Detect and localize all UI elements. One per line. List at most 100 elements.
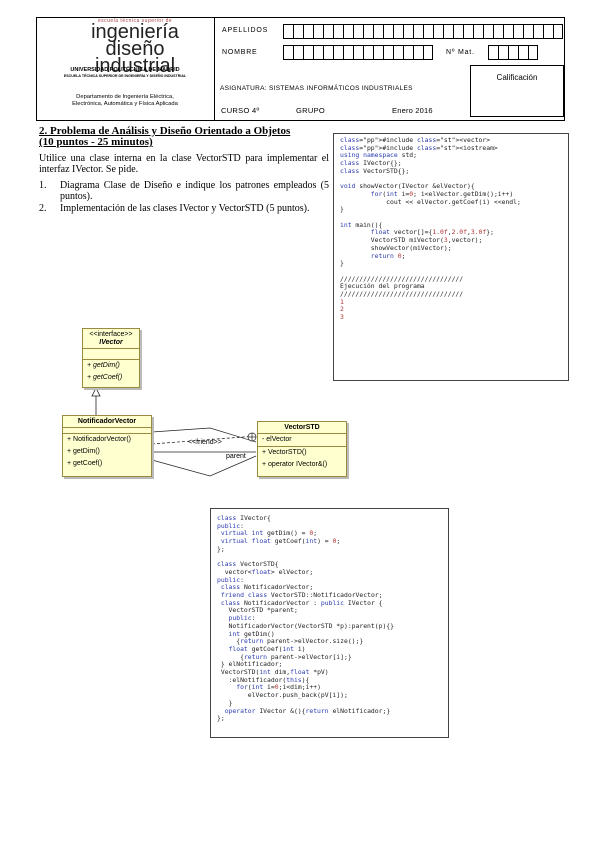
- code-line: }: [340, 259, 344, 268]
- code-line: ////////////////////////////////: [340, 274, 464, 283]
- implementation-code: class IVector{public: virtual int getDim…: [210, 508, 449, 738]
- code-line: VectorSTD(int dim,float *pV): [217, 668, 329, 677]
- code-line: cout << elVector.getCoef(i) <<endl;: [340, 197, 521, 206]
- list-item-number: 1.: [39, 180, 47, 191]
- code-line: class NotificadorVector : public IVector…: [220, 598, 383, 607]
- code-line: operator IVector &(){return elNotificado…: [224, 706, 391, 715]
- ivector-op: + getDim(): [87, 362, 120, 369]
- code-line: }: [340, 205, 344, 214]
- notificador-op: + NotificadorVector(): [67, 436, 131, 443]
- parent-label: parent: [226, 453, 246, 460]
- code-line: };: [217, 714, 225, 723]
- uml-class-vectorstd: VectorSTD - elVector + VectorSTD() + ope…: [257, 421, 347, 477]
- nombre-field[interactable]: [283, 45, 433, 60]
- code-line: float vector[]={1.0f,2.0f,3.0f};: [370, 228, 494, 237]
- vectorstd-attr: - elVector: [262, 436, 292, 443]
- header-left-border: [36, 17, 37, 121]
- code-line: VectorSTD miVector(3,vector);: [340, 236, 483, 245]
- school-label: ESCUELA TÉCNICA SUPERIOR DE INGENIERÍA Y…: [63, 74, 187, 78]
- ivector-ops: + getDim() + getCoef(): [83, 360, 139, 384]
- ivector-op: + getCoef(): [87, 374, 123, 381]
- calificacion-box: Calificación: [470, 65, 564, 117]
- code-line: float getCoef(int i): [228, 644, 306, 653]
- code-line: vector<float> elVector;: [217, 567, 314, 576]
- apellidos-field[interactable]: [283, 24, 563, 39]
- code-line: class="pp">#include class="st"><vector>: [340, 136, 491, 144]
- code-line: ////////////////////////////////: [340, 290, 464, 299]
- code-line: elVector.push_back(pV[i]);: [217, 691, 348, 700]
- code-line: friend class VectorSTD::NotificadorVecto…: [220, 591, 383, 600]
- uml-connectors: <<friend>> parent: [91, 387, 257, 477]
- list-item-text: Implementación de las clases IVector y V…: [60, 202, 310, 214]
- code-line: };: [217, 544, 225, 553]
- code-line: Ejecución del programa: [340, 282, 425, 291]
- code-line: for(int i=0;i<dim;i++): [236, 683, 321, 692]
- apellidos-label: APELLIDOS: [222, 27, 269, 34]
- code-line: return 0;: [370, 251, 406, 260]
- uml-class-notificadorvector: NotificadorVector + NotificadorVector() …: [62, 415, 152, 477]
- university-name: UNIVERSIDAD POLITÉCNICA DE MADRID ESCUEL…: [40, 67, 210, 79]
- vectorstd-attrs: - elVector: [258, 434, 346, 447]
- exam-date: Enero 2016: [392, 106, 433, 115]
- header-bottom-border: [36, 120, 564, 121]
- code-line: public:: [217, 521, 244, 530]
- list-item-text: Diagrama Clase de Diseño e indique los p…: [60, 180, 329, 203]
- code-line: int main(){: [340, 220, 383, 229]
- code-line: class VectorSTD{: [217, 560, 279, 569]
- ivector-name: IVector: [83, 338, 139, 349]
- school-logo: escuela técnica superior de ingeniería d…: [60, 18, 210, 77]
- curso-label: CURSO 4º: [221, 106, 260, 115]
- code-line: {return parent->elVector[i];}: [217, 652, 352, 661]
- inheritance-arrow-icon: [91, 387, 101, 397]
- department: Departamento de Ingeniería Eléctrica, El…: [40, 94, 210, 108]
- code-line: NotificadorVector(VectorSTD *p):parent(p…: [217, 621, 394, 630]
- header-right-border: [564, 17, 565, 121]
- code-line: using namespace std;: [340, 151, 417, 160]
- vectorstd-op: + operator IVector&(): [262, 461, 328, 468]
- list-item-number: 2.: [39, 202, 47, 214]
- header-top-border: [36, 17, 564, 18]
- code-line: VectorSTD *parent;: [217, 606, 298, 615]
- problem-title-line-2: (10 puntos - 25 minutos): [39, 136, 153, 148]
- calificacion-label: Calificación: [496, 73, 538, 82]
- list-item: 2. Implementación de las clases IVector …: [39, 203, 329, 214]
- department-line-1: Departamento de Ingeniería Eléctrica,: [76, 94, 174, 100]
- problem-title: 2. Problema de Análisis y Diseño Orienta…: [39, 126, 329, 148]
- code-line: public:: [217, 575, 244, 584]
- ivector-attrs: [83, 349, 139, 360]
- code-line: class VectorSTD{};: [340, 166, 410, 175]
- code-line: } elNotificador;: [217, 660, 283, 669]
- problem-title-line-1: 2. Problema de Análisis y Diseño Orienta…: [39, 125, 291, 137]
- ivector-stereotype: <<interface>>: [89, 331, 133, 338]
- logo-line-1: ingeniería: [91, 21, 179, 43]
- asignatura-label: ASIGNATURA: SISTEMAS INFORMÁTICOS INDUST…: [220, 85, 413, 92]
- nesting-line: [151, 427, 257, 443]
- code-line: int getDim(): [228, 629, 275, 638]
- code-line: virtual float getCoef(int) = 0;: [220, 537, 341, 546]
- task-list: 1. Diagrama Clase de Diseño e indique lo…: [39, 180, 329, 214]
- list-item: 1. Diagrama Clase de Diseño e indique lo…: [39, 180, 329, 203]
- code-line: 2: [340, 305, 344, 314]
- notificador-op: + getCoef(): [67, 460, 103, 467]
- vectorstd-op: + VectorSTD(): [262, 449, 307, 456]
- notificador-attrs: [63, 428, 151, 434]
- logo-line-3: industrial: [94, 55, 176, 77]
- main-program-code: class="pp">#include class="st"><vector> c…: [333, 133, 569, 381]
- department-line-2: Electrónica, Automática y Física Aplicad…: [72, 101, 178, 107]
- code-line: for(int i=0; i<elVector.getDim();i++): [370, 189, 514, 198]
- university-label: UNIVERSIDAD POLITÉCNICA DE MADRID: [70, 67, 180, 73]
- uml-class-ivector: <<interface>> IVector + getDim() + getCo…: [82, 328, 140, 388]
- code-line: {return parent->elVector.size();}: [217, 637, 364, 646]
- code-line: class IVector{: [217, 514, 271, 522]
- problem-intro: Utilice una clase interna en la clase Ve…: [39, 153, 329, 176]
- friend-dependency-line: [151, 435, 257, 445]
- vectorstd-ops: + VectorSTD() + operator IVector&(): [258, 447, 346, 471]
- code-line: 1: [340, 297, 344, 306]
- header-divider: [214, 17, 215, 121]
- nmat-field[interactable]: [488, 45, 538, 60]
- nmat-label: Nº Mat.: [446, 49, 475, 56]
- notificador-name: NotificadorVector: [63, 416, 151, 428]
- composition-line: [151, 455, 257, 477]
- code-line: }: [217, 698, 233, 707]
- notificador-op: + getDim(): [67, 448, 100, 455]
